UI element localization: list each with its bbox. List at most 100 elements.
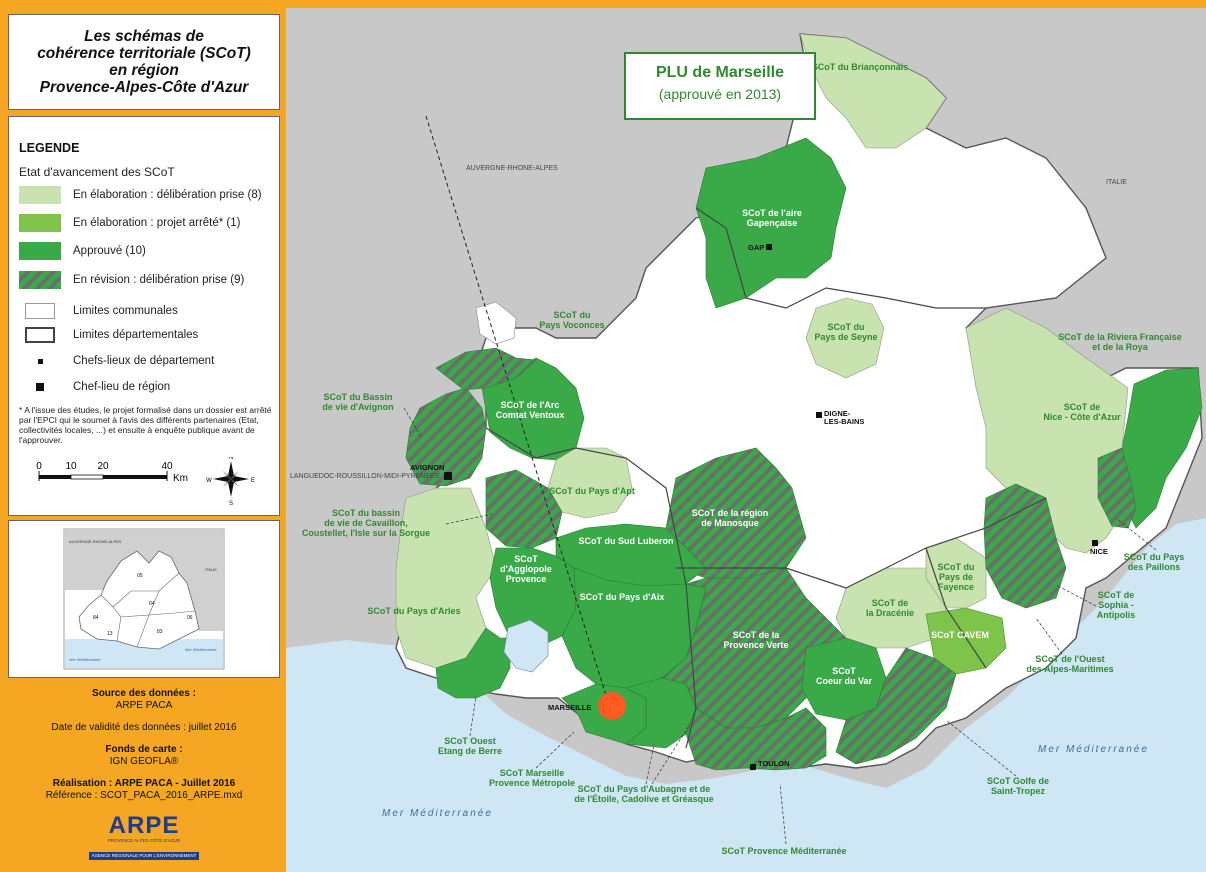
scot-label-luberon: SCoT du Sud Luberon	[579, 536, 674, 546]
scot-label-sophia-3: Antipolis	[1097, 610, 1136, 620]
scot-label-fayence-1: SCoT du	[938, 562, 975, 572]
city-label-digne-1: DIGNE-	[824, 409, 851, 418]
scot-label-avignon-2: de vie d'Avignon	[322, 402, 393, 412]
scot-label-gap-2: Gapençaise	[747, 218, 798, 228]
title-line-2: cohérence territoriale (SCoT)	[37, 45, 251, 62]
department-boundary	[485, 427, 687, 585]
legend-item-chef-dept: Chefs-lieux de département	[19, 351, 214, 371]
legend-item-projet: En élaboration : projet arrêté* (1)	[19, 213, 240, 233]
scot-label-paillons-1: SCoT du Pays	[1124, 552, 1185, 562]
inset-label-sea-right: Mer Méditerranée	[185, 647, 217, 652]
scot-label-cavaillon-1: SCoT du bassin	[332, 508, 400, 518]
legend-subtitle: Etat d'avancement des SCoT	[19, 165, 175, 179]
scot-label-riviera-1: SCoT de la Riviera Française	[1058, 332, 1182, 342]
scale-unit: Km	[173, 473, 188, 484]
marseille-plu-marker	[598, 692, 626, 720]
legend-swatch-approuve	[19, 242, 61, 260]
legend-swatch-chef-region	[25, 383, 55, 391]
arpe-logo-text: ARPE	[108, 812, 180, 839]
city-label-gap: GAP	[748, 243, 764, 252]
scot-label-sophia-1: SCoT de	[1098, 590, 1135, 600]
scot-label-etang-1: SCoT Ouest	[444, 736, 496, 746]
region-label-italie: ITALIE	[1106, 179, 1127, 186]
sea-label-west: Mer Méditerranée	[382, 808, 493, 819]
inset-label-04: 04	[149, 601, 155, 607]
scale-segment	[103, 475, 167, 479]
scot-label-arc-2: Comtat Ventoux	[496, 410, 565, 420]
legend-title: LEGENDE	[19, 141, 80, 155]
scot-label-etang-2: Etang de Berre	[438, 746, 502, 756]
plu-title: PLU de Marseille	[655, 64, 785, 81]
inset-label-84: 84	[93, 615, 99, 621]
compass-w: W	[206, 478, 212, 484]
zone-sophia	[983, 483, 1067, 609]
legend-label: Limites communales	[73, 305, 178, 317]
scot-label-gap-1: SCoT de l'aire	[742, 208, 802, 218]
scot-label-arles: SCoT du Pays d'Arles	[367, 606, 460, 616]
sea-label-east: Mer Méditerranée	[1038, 744, 1149, 755]
legend-swatch-chef-dept	[25, 358, 55, 364]
legend-label: En élaboration : délibération prise (8)	[73, 189, 262, 201]
scot-label-tropez-1: SCoT Golfe de	[987, 776, 1049, 786]
compass-rose-icon	[213, 461, 249, 497]
zone-brianconnais	[799, 33, 947, 149]
scot-label-agglopole-3: Provence	[506, 574, 547, 584]
inset-map: AUVERGNE-RHONE-ALPES ITALIE 05 04 84 06 …	[63, 528, 225, 670]
zone-voconces	[475, 301, 517, 345]
inset-label-83: 83	[157, 629, 163, 635]
scot-label-voconces-2: Pays Voconces	[539, 320, 604, 330]
scot-label-aubagne-2: de l'Étoile, Cadolive et Gréasque	[574, 794, 713, 804]
zone-gap	[695, 137, 847, 309]
scot-label-manosque-1: SCoT de la région	[692, 508, 769, 518]
inset-label-13: 13	[107, 631, 113, 637]
scot-label-sophia-2: Sophia -	[1098, 600, 1134, 610]
legend-item-communal: Limites communales	[19, 301, 178, 321]
city-label-nice: NICE	[1090, 547, 1108, 556]
scot-label-fayence-2: Pays de	[939, 572, 973, 582]
zone-etang-berre	[435, 627, 511, 699]
scot-label-avignon-1: SCoT du Bassin	[323, 392, 392, 402]
scot-label-agglopole-2: d'Agglopole	[500, 564, 552, 574]
legend-label: Limites départementales	[73, 329, 199, 341]
city-label-marseille: MARSEILLE	[548, 703, 591, 712]
legend-label: Chefs-lieux de département	[73, 355, 215, 367]
main-map: AUVERGNE-RHONE-ALPES ITALIE LANGUEDOC-RO…	[286, 8, 1206, 872]
compass-s: S	[229, 501, 233, 507]
scot-label-cavem: SCoT CAVEM	[931, 630, 989, 640]
scot-label-voconces-1: SCoT du	[554, 310, 591, 320]
inset-label-sea-left: Mer Méditerranée	[69, 657, 101, 662]
scot-label-coeurvar-2: Coeur du Var	[816, 676, 873, 686]
source-title: Source des données :	[92, 688, 196, 699]
plu-marseille-box: PLU de Marseille (approuvé en 2013)	[624, 52, 816, 120]
legend-swatch-revision	[19, 271, 61, 289]
city-label-digne-2: LES-BAINS	[824, 417, 864, 426]
city-label-avignon: AVIGNON	[410, 463, 444, 472]
scot-label-cavaillon-3: Coustellet, l'Isle sur la Sorgue	[302, 528, 430, 538]
scot-label-nice-2: Nice - Côte d'Azur	[1043, 412, 1121, 422]
scot-label-dracenie-1: SCoT de	[872, 598, 909, 608]
arpe-logo-sub1: PROVENCE ALPES CÔTE D'AZUR	[107, 838, 181, 843]
arpe-logo: ARPE PROVENCE ALPES CÔTE D'AZUR AGENCE R…	[8, 814, 280, 862]
compass-n: N	[229, 457, 233, 461]
scot-label-seyne-1: SCoT du	[828, 322, 865, 332]
scot-label-brianconnais: SCoT du Briançonnais	[812, 62, 909, 72]
city-marker-gap	[766, 244, 772, 250]
city-marker-digne	[816, 412, 822, 418]
validity-date: Date de validité des données : juillet 2…	[51, 722, 237, 733]
scot-label-coeurvar-1: SCoT	[832, 666, 856, 676]
scot-label-riviera-2: et de la Roya	[1092, 342, 1149, 352]
scot-label-tropez-2: Saint-Tropez	[991, 786, 1046, 796]
scot-label-paillons-2: des Paillons	[1128, 562, 1181, 572]
city-marker-avignon	[444, 472, 452, 480]
scale-segment	[39, 475, 71, 479]
legend-item-chef-region: Chef-lieu de région	[19, 377, 170, 397]
scot-label-provmed: SCoT Provence Méditerranée	[721, 846, 846, 856]
scale-tick-0: 0	[36, 461, 42, 472]
scot-label-mpm-2: Provence Métropole	[489, 778, 575, 788]
scot-label-arc-1: SCoT de l'Arc	[501, 400, 560, 410]
left-panel: Les schémas de cohérence territoriale (S…	[8, 8, 282, 872]
title-box: Les schémas de cohérence territoriale (S…	[8, 14, 280, 110]
map-canvas: AUVERGNE-RHONE-ALPES ITALIE LANGUEDOC-RO…	[286, 8, 1206, 872]
zone-paillons	[1097, 447, 1137, 529]
scot-label-mpm-1: SCoT Marseille	[500, 768, 565, 778]
